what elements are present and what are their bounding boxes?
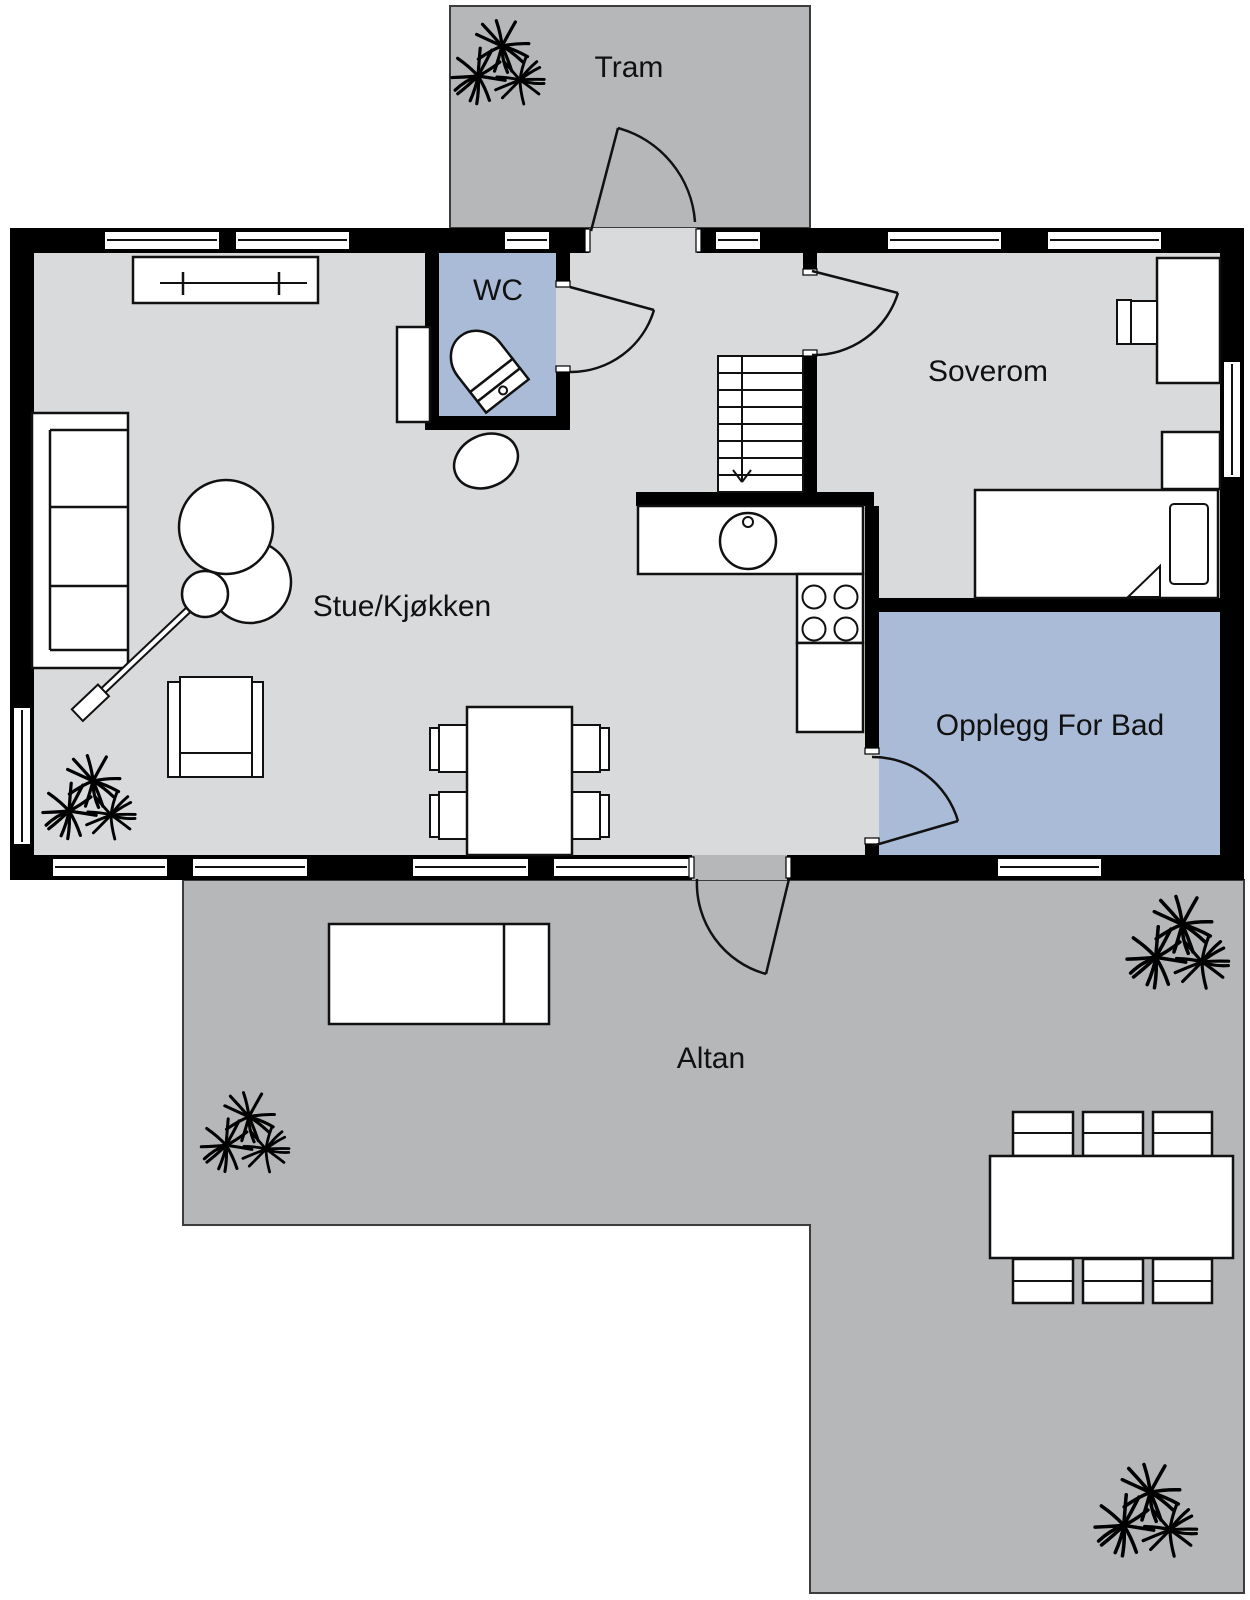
stairs-down-arrow-icon <box>732 469 752 483</box>
outdoor-dining-set <box>988 1110 1235 1305</box>
stove <box>795 572 865 645</box>
bad-door <box>871 755 960 848</box>
sun-lounger <box>327 922 551 1026</box>
room-label-wc: WC <box>473 274 523 307</box>
wc-door <box>569 285 656 374</box>
dining-chair <box>429 724 468 773</box>
nightstand <box>1160 430 1222 491</box>
desk <box>1155 256 1222 385</box>
window <box>1222 360 1242 479</box>
tv-shelf <box>395 325 432 424</box>
window <box>12 706 32 846</box>
burner-icon <box>801 584 827 610</box>
dining-set <box>429 705 610 857</box>
interior-walls <box>425 253 1220 856</box>
pouf <box>452 432 520 490</box>
window <box>714 230 762 251</box>
opplegg-for-bad-floor <box>879 612 1220 855</box>
room-label-altan: Altan <box>677 1042 745 1075</box>
window <box>552 857 691 878</box>
outdoor-chair <box>1081 1110 1145 1158</box>
sideboard <box>131 255 320 305</box>
dining-chair <box>571 724 610 773</box>
faucet-icon <box>742 516 754 528</box>
dining-table <box>465 705 574 857</box>
window <box>191 857 309 878</box>
bed <box>973 488 1220 600</box>
outdoor-chair <box>1011 1110 1075 1158</box>
outdoor-dining-table <box>988 1154 1235 1260</box>
burner-icon <box>833 584 859 610</box>
outdoor-chair <box>1151 1110 1214 1158</box>
kitchen-counter <box>636 504 865 734</box>
sofa <box>30 411 130 670</box>
outdoor-chair <box>1011 1257 1075 1305</box>
window <box>503 230 551 251</box>
coffee-table <box>177 478 275 576</box>
blanket-fold <box>1125 563 1161 598</box>
window <box>51 857 169 878</box>
desk-chair <box>1116 299 1158 345</box>
room-label-opplegg-for-bad: Opplegg For Bad <box>936 709 1164 742</box>
room-label-tram: Tram <box>595 51 664 84</box>
window <box>411 857 530 878</box>
floor-lamp-icon <box>70 569 230 723</box>
dining-chair <box>429 791 468 840</box>
room-label-stue-kjokken: Stue/Kjøkken <box>313 590 491 623</box>
window <box>996 857 1103 878</box>
window <box>234 230 351 251</box>
window <box>103 230 221 251</box>
outdoor-chair <box>1081 1257 1145 1305</box>
toilet-icon <box>449 329 531 415</box>
burner-icon <box>801 616 827 642</box>
window <box>886 230 1003 251</box>
pillow <box>1169 503 1209 585</box>
room-label-soverom: Soverom <box>928 355 1048 388</box>
staircase <box>717 355 804 493</box>
balcony-door <box>688 855 792 976</box>
soverom-door <box>811 269 900 357</box>
burner-icon <box>833 616 859 642</box>
entry-door <box>584 126 702 253</box>
dining-chair <box>571 791 610 840</box>
window <box>1046 230 1163 251</box>
outdoor-chair <box>1151 1257 1214 1305</box>
armchair <box>167 676 264 778</box>
kitchen-sink-icon <box>718 511 778 571</box>
